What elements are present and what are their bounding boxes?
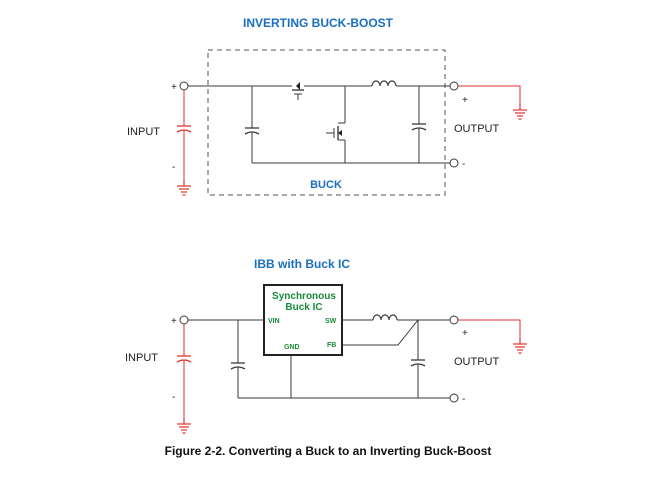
pin-vin: VIN [268,318,280,325]
buck-ic-box [263,284,343,356]
top-diagram: INVERTING BUCK-BOOST BUCK + INPUT - [127,16,528,196]
bottom-input-capacitor [230,320,246,398]
bottom-inductor [342,314,450,321]
bottom-title: IBB with Buck IC [254,257,350,271]
ic-title-line2: Buck IC [285,302,322,313]
bottom-diagram: IBB with Buck IC Synchronous Buck IC VIN… [125,257,528,434]
bottom-input-minus-sign: - [172,392,175,403]
bottom-input-label: INPUT [125,352,158,364]
ic-title-line1: Synchronous [272,291,336,302]
low-side-switch-mosfet [326,86,346,163]
bottom-input-source-capacitor [176,324,192,434]
output-minus-sign: - [462,159,465,170]
output-minus-terminal [449,158,459,168]
top-title: INVERTING BUCK-BOOST [243,16,394,30]
input-capacitor [244,86,260,163]
buck-dashed-box [207,49,446,196]
bottom-output-plus-terminal [449,315,459,325]
high-side-switch-mosfet [286,82,345,100]
output-label: OUTPUT [454,123,500,135]
pin-gnd: GND [284,344,300,351]
output-ground-red [458,85,528,120]
pin-sw: SW [325,318,337,325]
bottom-input-plus-terminal [179,315,189,325]
input-minus-sign: - [172,162,175,173]
buck-label: BUCK [310,179,342,191]
output-plus-sign: + [462,95,468,106]
input-plus-sign: + [171,82,177,93]
input-source-capacitor [176,90,192,196]
input-plus-terminal [179,81,189,91]
bottom-output-label: OUTPUT [454,356,500,368]
bottom-output-capacitor [410,320,426,398]
pin-fb: FB [327,342,336,349]
bottom-output-minus-sign: - [462,394,465,405]
figure-caption: Figure 2-2. Converting a Buck to an Inve… [165,444,492,458]
output-plus-terminal [449,81,459,91]
output-capacitor [411,86,427,163]
bottom-input-plus-sign: + [171,316,177,327]
fb-feedback-wire [342,319,419,346]
bottom-output-ground-red [458,319,528,354]
inductor [345,80,450,87]
bottom-output-minus-terminal [449,393,459,403]
bottom-output-plus-sign: + [462,328,468,339]
input-label: INPUT [127,126,160,138]
